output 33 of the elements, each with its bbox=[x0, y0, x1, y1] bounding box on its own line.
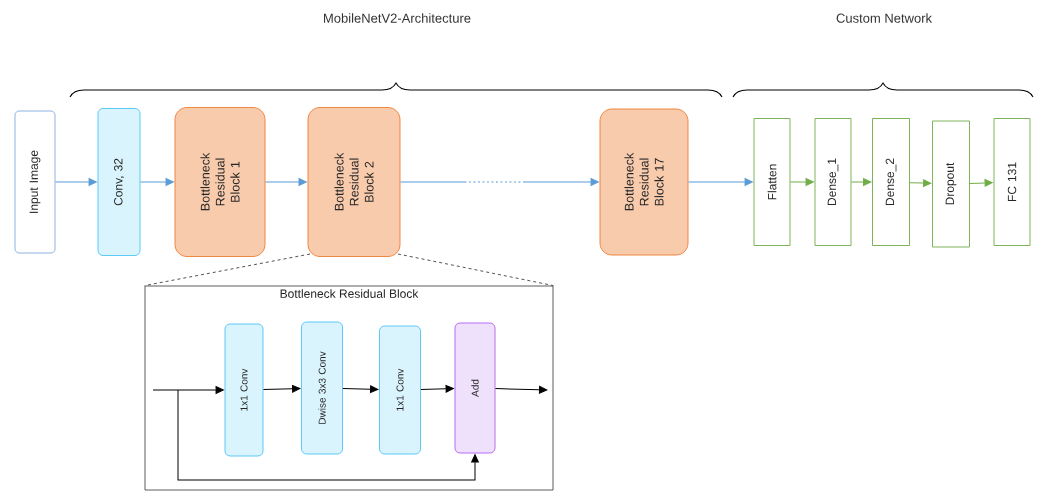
layer-box: Dense_1 bbox=[814, 118, 852, 246]
arrow bbox=[262, 384, 301, 393]
arrow bbox=[177, 389, 479, 481]
section-title: Custom Network bbox=[836, 13, 933, 23]
block-box: Bottleneck Residual Block 1 bbox=[174, 107, 266, 257]
layer-box: Flatten bbox=[753, 118, 791, 246]
arrow bbox=[789, 178, 814, 186]
layer-box: Dropout bbox=[932, 120, 970, 248]
add-box: Add bbox=[454, 322, 496, 454]
arrow bbox=[139, 178, 174, 186]
arrow bbox=[342, 385, 379, 394]
arrow bbox=[420, 384, 454, 393]
layer-box: Dense_2 bbox=[872, 118, 910, 246]
layer-box: 1x1 Conv bbox=[379, 325, 421, 455]
layer-box: FC 131 bbox=[993, 118, 1031, 246]
arrow bbox=[687, 178, 753, 186]
block-box: Bottleneck Residual Block 17 bbox=[599, 108, 689, 256]
arrow bbox=[399, 178, 599, 186]
arrow bbox=[969, 179, 993, 187]
zoom-line bbox=[397, 253, 554, 287]
layer-box: Conv, 32 bbox=[97, 108, 141, 256]
input-box: Input Image bbox=[14, 110, 56, 254]
arrow bbox=[494, 385, 548, 394]
arrow bbox=[54, 178, 97, 186]
section-title: MobileNetV2-Architecture bbox=[324, 13, 471, 23]
arrow bbox=[850, 178, 872, 186]
layer-box: 1x1 Conv bbox=[224, 323, 264, 457]
arrow bbox=[152, 386, 224, 394]
block-box: Bottleneck Residual Block 2 bbox=[307, 107, 401, 257]
arrow bbox=[264, 178, 307, 186]
arrow bbox=[909, 179, 932, 187]
zoom-line bbox=[144, 253, 311, 287]
layer-box: Dwise 3x3 Conv bbox=[301, 321, 343, 455]
